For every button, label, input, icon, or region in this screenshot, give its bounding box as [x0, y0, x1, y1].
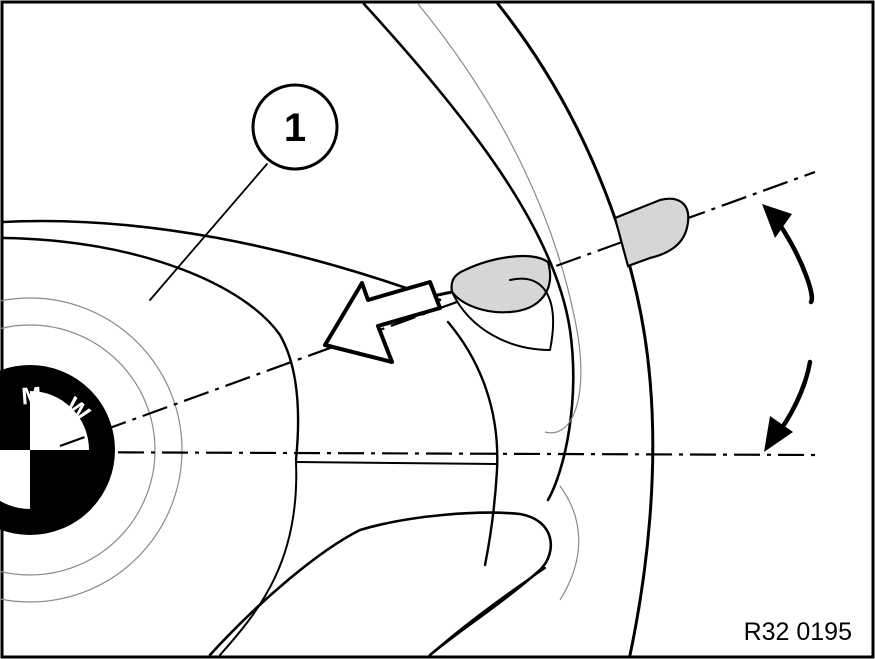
screwdriver-tool	[409, 197, 690, 351]
reference-code: R32 0195	[744, 618, 852, 646]
rotation-arrow	[762, 204, 815, 452]
lower-spoke	[208, 461, 553, 657]
steering-wheel-rim	[362, 2, 655, 657]
airbag-module	[0, 219, 499, 567]
logo-letter-m: M	[21, 382, 43, 410]
callout-1: 1	[149, 83, 339, 301]
bmw-logo: M W	[0, 297, 183, 603]
callout-label: 1	[284, 106, 306, 150]
direction-arrow	[323, 280, 442, 364]
